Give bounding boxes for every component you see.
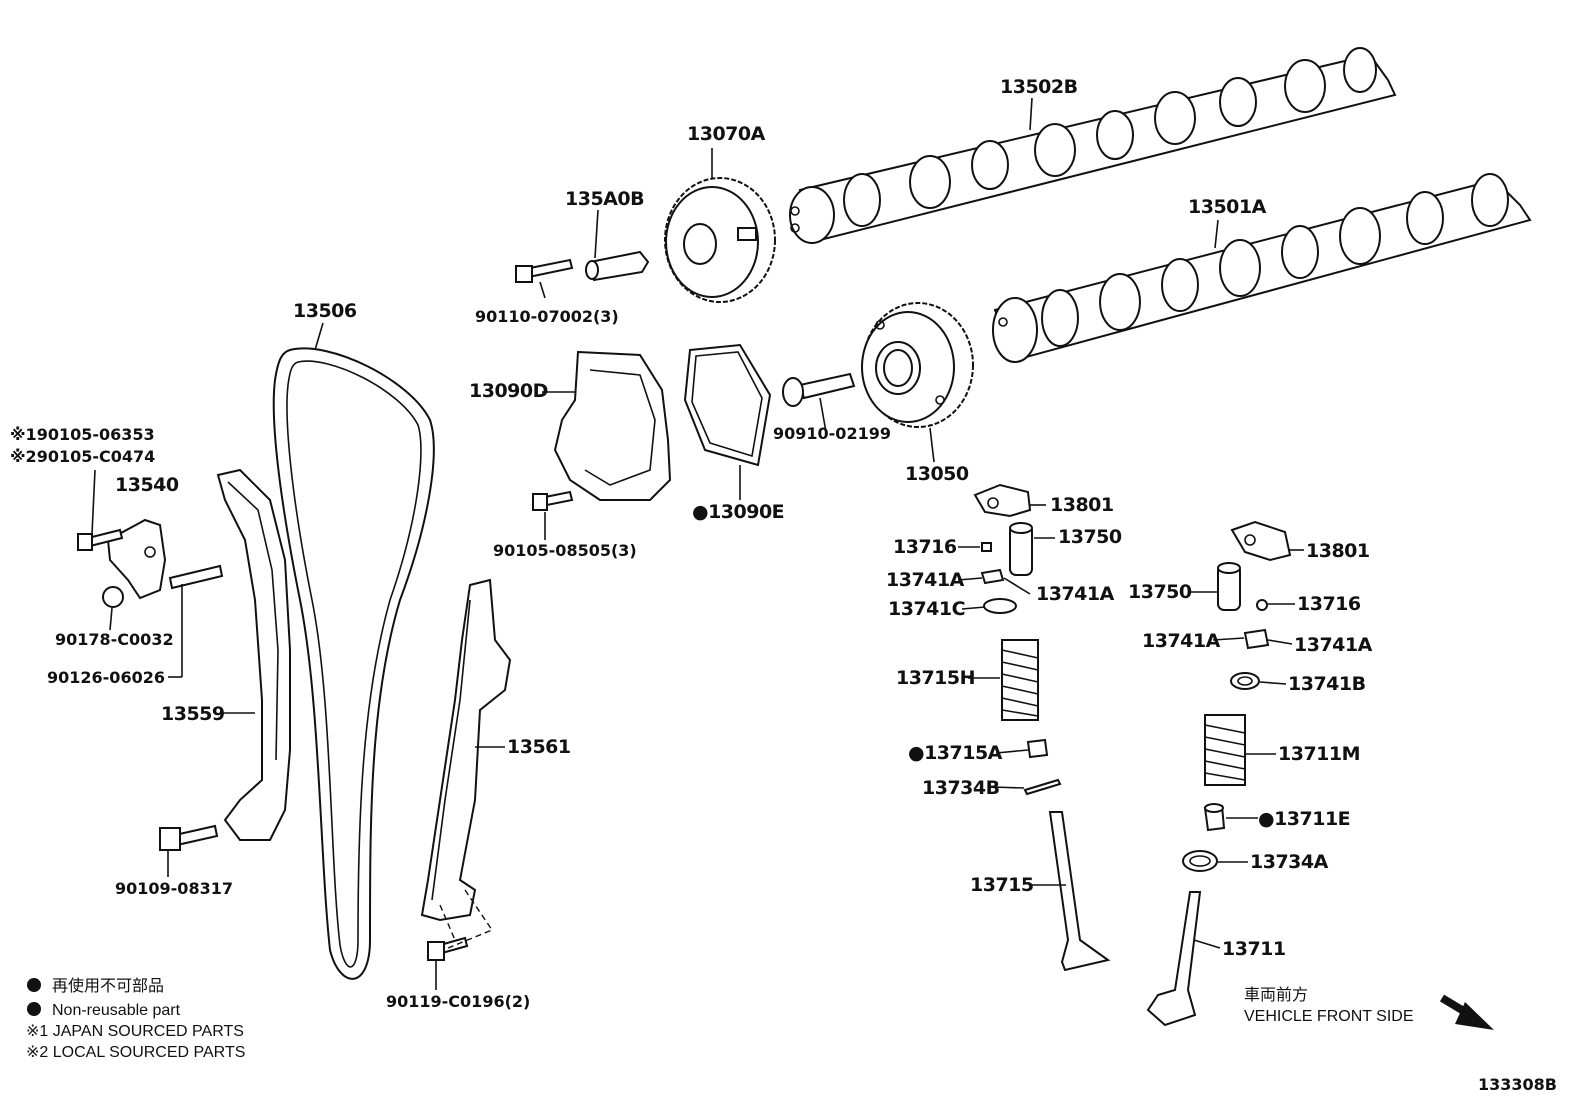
legend-nonreusable-en: Non-reusable part: [52, 1002, 181, 1019]
label-13734A: 13734A: [1250, 851, 1329, 873]
label-13711E: ●13711E: [1258, 808, 1350, 830]
bullet-icon: [27, 978, 41, 992]
gasket-13090E[interactable]: [683, 343, 772, 467]
leader-lines: [91, 97, 1304, 990]
label-13715: 13715: [970, 874, 1034, 896]
direction-en: VEHICLE FRONT SIDE: [1244, 1008, 1414, 1025]
shim-13716-a[interactable]: [981, 542, 992, 552]
lash-adjuster-13750-a[interactable]: [1009, 522, 1033, 576]
label-13540: 13540: [115, 474, 179, 496]
valve-13711[interactable]: [1146, 891, 1202, 1027]
timing-chain-13506[interactable]: [272, 347, 435, 980]
label-13715A: ●13715A: [908, 742, 1003, 764]
label-13750-a: 13750: [1058, 526, 1122, 548]
label-90109-08317: 90109-08317: [115, 879, 233, 898]
label-90910-02199: 90910-02199: [773, 424, 891, 443]
label-13741A-3: 13741A: [1142, 630, 1221, 652]
lash-adjuster-13750-b[interactable]: [1217, 562, 1241, 611]
label-90105-06353: ※190105-06353: [10, 425, 155, 444]
label-90178-C0032: 90178-C0032: [55, 630, 174, 649]
ocv-valve-135A0B[interactable]: [585, 250, 650, 282]
spring-13715H[interactable]: [1001, 639, 1039, 721]
camshaft-13501A[interactable]: [992, 173, 1532, 363]
keeper-13741A-a[interactable]: [980, 568, 1005, 585]
slipper-13559[interactable]: [216, 468, 291, 841]
label-90105-08505: 90105-08505(3): [493, 541, 637, 560]
retainer-13741C[interactable]: [983, 598, 1017, 614]
legend-japan-sourced: ※1 JAPAN SOURCED PARTS: [26, 1023, 244, 1040]
label-13750-b: 13750: [1128, 581, 1192, 603]
seal-13711E[interactable]: [1203, 803, 1226, 832]
retainer-13741B[interactable]: [1230, 672, 1260, 690]
legend-nonreusable-jp: 再使用不可部品: [52, 977, 164, 995]
label-13741A-4: 13741A: [1294, 634, 1373, 656]
label-13711: 13711: [1222, 938, 1286, 960]
bolt-90110-07002[interactable]: [515, 258, 574, 283]
bolt-90119-C0196[interactable]: [427, 936, 469, 961]
label-13741A-2: 13741A: [1036, 583, 1115, 605]
cam-sprocket-13070A[interactable]: [664, 177, 776, 303]
label-13716-b: 13716: [1297, 593, 1361, 615]
label-13506: 13506: [293, 300, 357, 322]
shim-13716-b[interactable]: [1256, 599, 1268, 611]
label-13502B: 13502B: [1000, 76, 1078, 98]
stud-90126-06026[interactable]: [168, 564, 224, 590]
seal-13715A[interactable]: [1026, 738, 1049, 759]
label-13559: 13559: [161, 703, 225, 725]
label-13070A: 13070A: [687, 123, 766, 145]
label-13090E: ●13090E: [692, 501, 784, 523]
label-135A0B: 135A0B: [565, 188, 644, 210]
label-13741C: 13741C: [888, 598, 965, 620]
bolt-90109-08317[interactable]: [159, 824, 219, 851]
rocker-arm-13801-b[interactable]: [1230, 520, 1292, 562]
vvt-gear-13050[interactable]: [861, 302, 974, 428]
timing-cover-13090D[interactable]: [553, 350, 672, 501]
label-13711M: 13711M: [1278, 743, 1360, 765]
legend-local-sourced: ※2 LOCAL SOURCED PARTS: [26, 1044, 245, 1061]
bolt-90910-02199[interactable]: [782, 372, 856, 407]
label-90105-C0474: ※290105-C0474: [10, 447, 155, 466]
label-13741A-1: 13741A: [886, 569, 965, 591]
vehicle-front-indicator: 車両前方 VEHICLE FRONT SIDE: [1244, 986, 1494, 1030]
label-13734B: 13734B: [922, 777, 1000, 799]
label-13561: 13561: [507, 736, 571, 758]
label-13801-a: 13801: [1050, 494, 1114, 516]
label-90126-06026: 90126-06026: [47, 668, 165, 687]
diagram-id: 133308B: [1478, 1075, 1557, 1094]
arrow-down-right-icon: [1439, 994, 1494, 1030]
bolt-90105-08505[interactable]: [532, 490, 574, 511]
rocker-arm-13801-a[interactable]: [973, 483, 1032, 518]
valve-13715[interactable]: [1048, 811, 1111, 972]
nut-90178-C0032[interactable]: [102, 586, 124, 608]
direction-jp: 車両前方: [1244, 986, 1308, 1004]
keeper-13741A-b[interactable]: [1243, 628, 1270, 650]
label-13716-a: 13716: [893, 536, 957, 558]
label-90110-07002: 90110-07002(3): [475, 307, 619, 326]
label-13050: 13050: [905, 463, 969, 485]
guide-13561[interactable]: [420, 578, 512, 922]
label-13715H: 13715H: [896, 667, 975, 689]
bolt-90105-06353[interactable]: [77, 528, 124, 551]
legend: 再使用不可部品 Non-reusable part ※1 JAPAN SOURC…: [26, 977, 245, 1061]
label-13501A: 13501A: [1188, 196, 1267, 218]
label-90119-C0196: 90119-C0196(2): [386, 992, 530, 1011]
part-labels: 13502B 13070A 135A0B 13501A 90110-07002(…: [10, 76, 1373, 1011]
seat-13734A[interactable]: [1182, 850, 1218, 872]
label-13090D: 13090D: [469, 380, 548, 402]
label-13801-b: 13801: [1306, 540, 1370, 562]
spring-13711M[interactable]: [1204, 714, 1246, 786]
seat-13734B[interactable]: [1023, 778, 1062, 796]
bullet-icon: [27, 1002, 41, 1016]
label-13741B: 13741B: [1288, 673, 1366, 695]
camshaft-13502B[interactable]: [789, 47, 1397, 244]
tensioner-13540[interactable]: [106, 518, 167, 600]
